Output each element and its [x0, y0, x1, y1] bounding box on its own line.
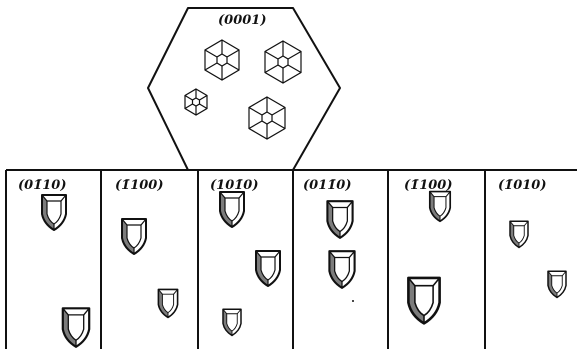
basal-face-outline: [147, 7, 341, 171]
etch-pit: [255, 250, 281, 287]
etch-pit: [547, 270, 567, 299]
prism-face-label: (1̄100): [115, 178, 163, 193]
prism-face-label: (1̄100): [404, 178, 452, 193]
etch-pit: [219, 191, 245, 228]
hexagonal-pit: [248, 96, 286, 140]
etch-pit: [407, 276, 441, 325]
prism-face-label: (1̄010): [498, 178, 546, 193]
etch-pit: [509, 220, 529, 249]
etch-pit: [157, 288, 179, 319]
etch-pit: [121, 218, 147, 255]
prism-face-label: (011̄0): [303, 178, 351, 193]
basal-face-label: (0001): [218, 13, 266, 28]
basal-face: (0001): [147, 7, 341, 171]
etch-pit: [41, 194, 67, 231]
prism-faces-strip: (01̄10) (1̄100) (101̄0) (011̄0) (1̄100) …: [5, 169, 577, 349]
etch-pit: [61, 307, 91, 348]
etch-pit: [328, 250, 356, 289]
hexagonal-pit: [204, 39, 240, 81]
etch-pit: [222, 308, 242, 337]
speck: [352, 300, 354, 302]
hexagonal-pit: [184, 88, 208, 116]
hexagonal-pit: [264, 40, 302, 84]
prism-face-label: (101̄0): [210, 178, 258, 193]
etch-pit: [428, 190, 452, 223]
prism-face-label: (01̄10): [18, 178, 66, 193]
etch-pit: [326, 200, 354, 239]
